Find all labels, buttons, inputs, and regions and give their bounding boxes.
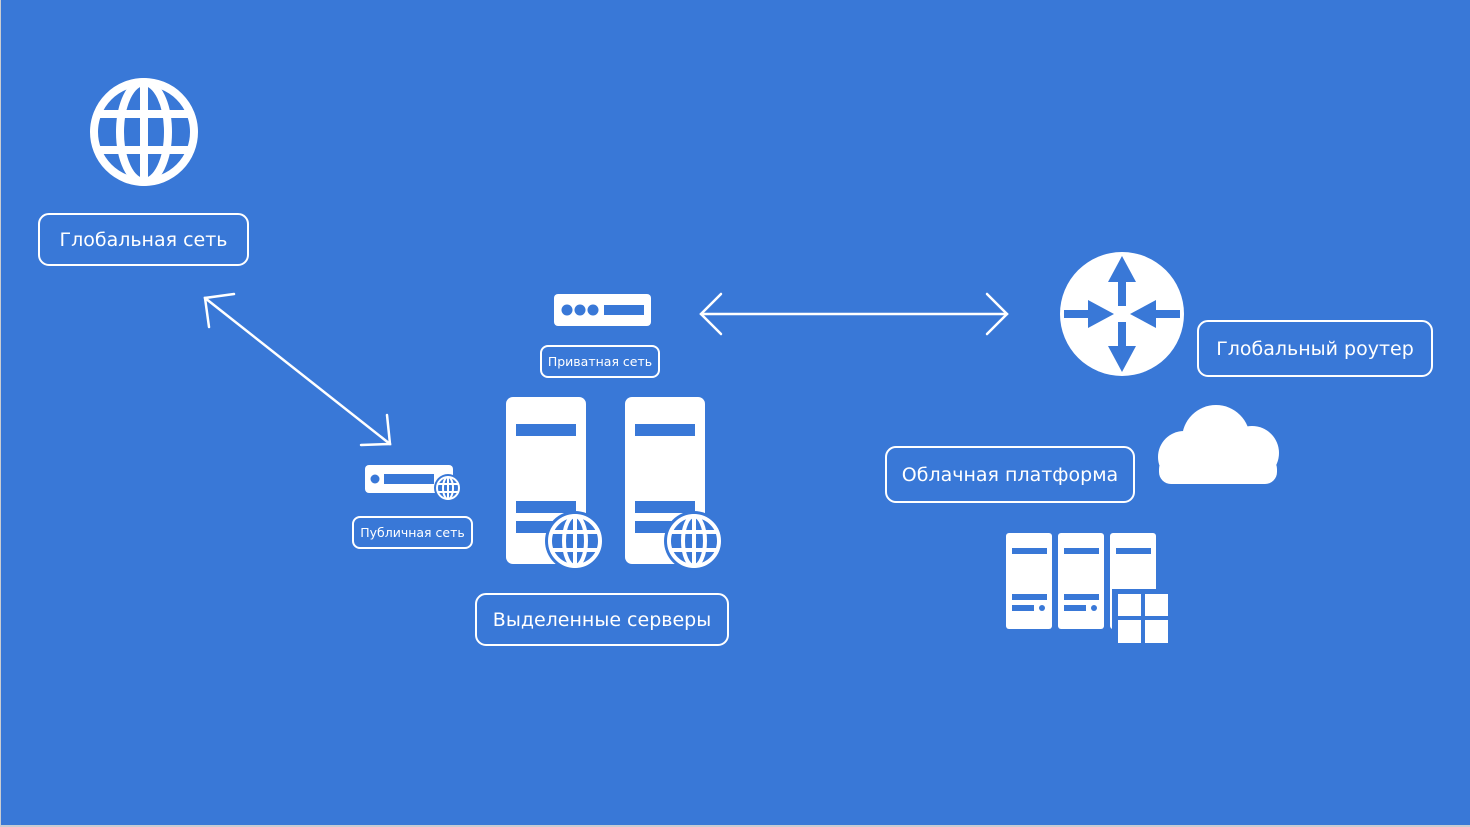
cloud-icon (1158, 405, 1279, 484)
cloud-platform-label: Облачная платформа (885, 446, 1135, 503)
public-network-device-icon (365, 465, 462, 502)
public-network-label: Публичная сеть (352, 516, 473, 549)
private-network-label: Приватная сеть (540, 345, 660, 378)
global-network-label: Глобальная сеть (38, 213, 249, 266)
dedicated-server-icon (625, 397, 724, 571)
router-icon (1060, 252, 1184, 376)
global-router-label: Глобальный роутер (1197, 320, 1433, 377)
dedicated-servers-label: Выделенные серверы (475, 593, 729, 646)
globe-icon (90, 78, 198, 186)
dedicated-server-icon (506, 397, 605, 571)
private-network-device-icon (554, 294, 651, 326)
cloud-server-cluster-icon (1006, 533, 1172, 645)
